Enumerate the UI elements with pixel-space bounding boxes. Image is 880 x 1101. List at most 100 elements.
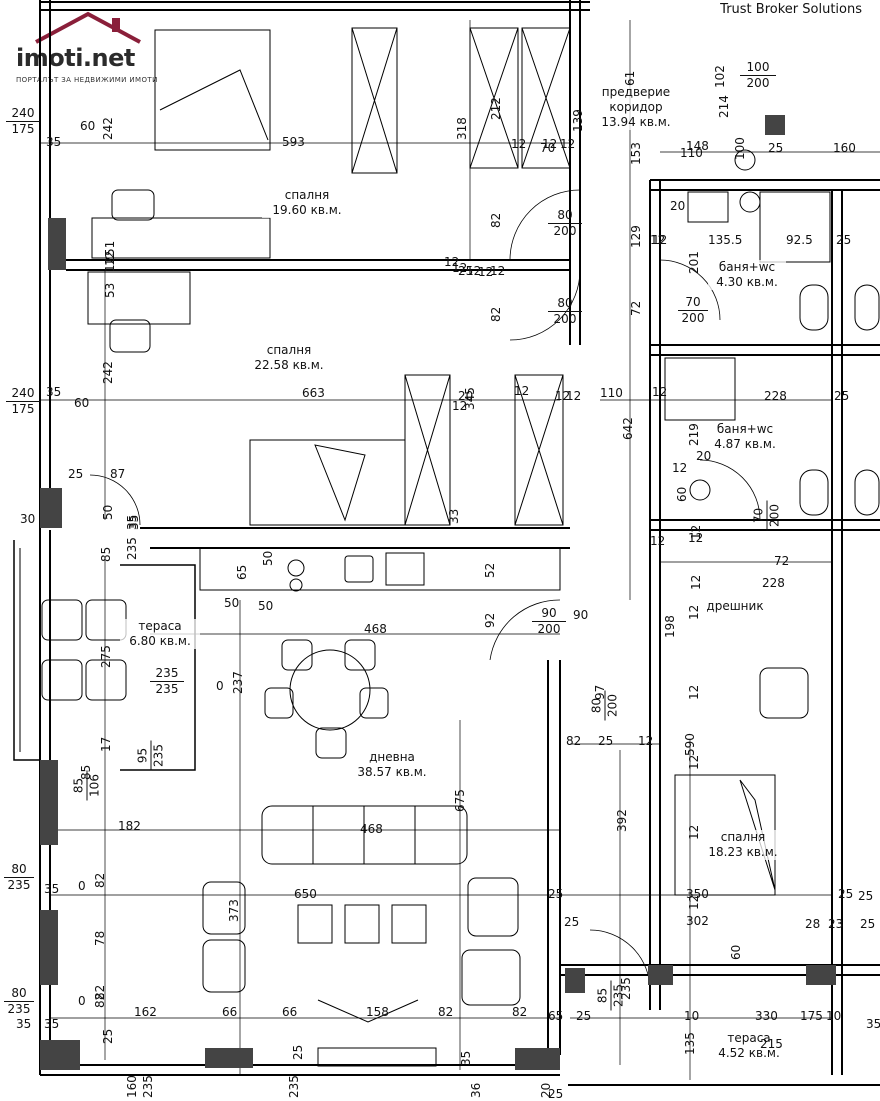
dimension-label: 25 <box>564 915 580 929</box>
logo: imoti.net ПОРТАЛЪТ ЗА НЕДВИЖИМИ ИМОТИ <box>6 6 176 86</box>
dimension-label: 25 <box>858 889 874 903</box>
dimension-label: 65 <box>548 1009 564 1023</box>
dimension-label-vertical: 35 <box>127 514 141 530</box>
dimension-label: 110 <box>600 386 623 400</box>
dimension-label-vertical: 92 <box>483 612 497 628</box>
dimension-label: 25 <box>548 887 564 901</box>
wall <box>66 259 570 271</box>
column <box>565 968 585 993</box>
coffee-table <box>344 904 380 944</box>
tv-stand <box>317 999 419 1023</box>
dimension-label: 182 <box>118 819 141 833</box>
sofa <box>312 806 416 864</box>
dimension-label: 12 <box>650 534 666 548</box>
dimension-label: 50 <box>258 599 274 613</box>
dimension-label-vertical: 78 <box>93 930 107 946</box>
bed <box>249 439 406 526</box>
dimension-label-vertical: 12 <box>687 824 701 840</box>
wall <box>547 660 561 1055</box>
dimension-label: 60 <box>74 396 90 410</box>
column <box>648 965 673 985</box>
door-swing <box>659 259 721 321</box>
dimension-label-vertical: 52 <box>483 562 497 578</box>
dimension-label-vertical: 235 <box>141 1075 155 1098</box>
dimension-label-vertical: 318 <box>455 117 469 140</box>
bathtub-sink <box>687 191 729 223</box>
chair <box>281 639 313 671</box>
dining-table <box>289 649 371 731</box>
dimension-label: 12 <box>452 399 468 413</box>
dimension-label: 60 <box>80 119 96 133</box>
door-swing <box>489 599 561 661</box>
dimension-label-vertical: 60 <box>729 944 743 960</box>
dimension-label: 12 <box>490 264 506 278</box>
dimension-label-vertical: 65 <box>235 564 249 580</box>
room-name: спалня <box>284 188 330 202</box>
dimension-label-vertical: 275 <box>99 645 113 668</box>
dimension-label: 90 <box>573 608 589 622</box>
dimension-label-vertical: 212 <box>489 97 503 120</box>
stove <box>385 552 425 586</box>
dimension-label: 20 <box>696 449 712 463</box>
column <box>806 965 836 985</box>
column <box>40 1040 80 1070</box>
dimension-label-vertical: 153 <box>629 142 643 165</box>
room-name: дневна <box>369 750 415 764</box>
dimension-label: 12 <box>652 233 668 247</box>
dimension-label-vertical: 139 <box>571 109 585 132</box>
dimension-label-vertical: 242 <box>101 117 115 140</box>
terrace-chair <box>41 599 83 641</box>
shower <box>759 191 831 263</box>
dimension-label-vertical: 219 <box>687 423 701 446</box>
room-area: 6.80 кв.м. <box>129 634 191 648</box>
dimension-label-vertical: 12 <box>689 574 703 590</box>
dimension-label: 10 <box>684 1009 700 1023</box>
dimension-label-vertical: 12 <box>687 604 701 620</box>
coffee-table <box>391 904 427 944</box>
dimension-label: 0 <box>78 994 86 1008</box>
dimension-label-vertical: 25 <box>291 1044 305 1060</box>
wall <box>831 190 843 1075</box>
dimension-label: 12 <box>466 264 482 278</box>
dimension-label-vertical: 12 <box>687 754 701 770</box>
dimension-label: 468 <box>360 822 383 836</box>
dimension-label-vertical: 12 <box>103 250 117 266</box>
wardrobe <box>469 27 519 169</box>
terrace-chair <box>41 659 83 701</box>
dimension-label: 12 <box>638 734 654 748</box>
dimension-label: 70 <box>540 141 556 155</box>
dimension-label: 12 <box>560 137 576 151</box>
dimension-label-vertical: 33 <box>447 508 461 524</box>
wall <box>39 520 51 760</box>
wardrobe <box>351 27 398 174</box>
dimension-label-vertical: 135 <box>683 1032 697 1055</box>
wall <box>140 527 570 549</box>
dimension-label: 228 <box>762 576 785 590</box>
toilet <box>689 479 711 501</box>
armchair <box>461 949 521 1006</box>
dimension-label: 148 <box>686 139 709 153</box>
dimension-label-vertical: 35 <box>459 1050 473 1066</box>
dimension-label: 0 <box>78 879 86 893</box>
logo-subtitle: ПОРТАЛЪТ ЗА НЕДВИЖИМИ ИМОТИ <box>16 76 158 84</box>
room-name: баня+wc <box>718 260 776 274</box>
dimension-label-vertical: 12 <box>689 524 703 540</box>
dimension-label-vertical: 129 <box>629 225 643 248</box>
door-swing <box>699 459 761 521</box>
armchair <box>467 877 519 937</box>
sink <box>344 555 374 583</box>
bed <box>314 444 366 522</box>
dimension-label: 30 <box>20 512 36 526</box>
room-area: 19.60 кв.м. <box>272 203 342 217</box>
dimension-label: 12 <box>650 233 666 247</box>
